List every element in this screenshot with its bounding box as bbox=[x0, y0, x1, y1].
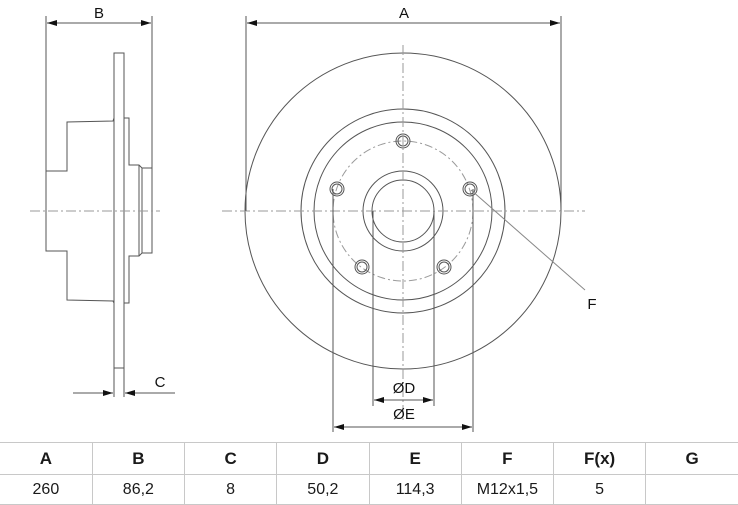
value-e: 114,3 bbox=[368, 474, 462, 505]
header-d: D bbox=[276, 442, 370, 475]
value-b: 86,2 bbox=[91, 474, 186, 505]
dimension-d: ØD bbox=[372, 211, 435, 406]
value-f: M12x1,5 bbox=[460, 474, 555, 505]
header-e: E bbox=[368, 442, 462, 475]
dimension-c: C bbox=[73, 368, 175, 397]
front-view bbox=[222, 45, 585, 420]
dimension-c-label: C bbox=[155, 374, 166, 391]
table-header-row: A B C D E F F(x) G bbox=[0, 442, 738, 475]
dimension-e: ØE bbox=[332, 189, 474, 432]
dimension-d-label: ØD bbox=[393, 380, 416, 397]
dimension-a: A bbox=[245, 5, 562, 211]
side-view bbox=[30, 52, 160, 369]
header-c: C bbox=[183, 442, 278, 475]
header-b: B bbox=[91, 442, 186, 475]
value-a: 260 bbox=[0, 474, 93, 505]
header-fx: F(x) bbox=[552, 442, 647, 475]
dimension-e-label: ØE bbox=[393, 406, 415, 423]
brake-disc-technical-drawing: B C A bbox=[30, 5, 597, 432]
specification-table: A B C D E F F(x) G 260 86,2 8 50,2 114,3… bbox=[0, 442, 738, 505]
value-d: 50,2 bbox=[276, 474, 370, 505]
header-f: F bbox=[460, 442, 555, 475]
table-value-row: 260 86,2 8 50,2 114,3 M12x1,5 5 bbox=[0, 474, 738, 505]
dimension-b: B bbox=[45, 5, 153, 171]
value-g bbox=[645, 474, 738, 505]
header-g: G bbox=[645, 442, 738, 475]
dimension-a-label: A bbox=[399, 5, 409, 22]
thread-leader-f: F bbox=[470, 189, 597, 313]
value-c: 8 bbox=[183, 474, 278, 505]
dimension-b-label: B bbox=[94, 5, 104, 22]
header-a: A bbox=[0, 442, 93, 475]
value-fx: 5 bbox=[552, 474, 647, 505]
thread-label-f: F bbox=[587, 296, 596, 313]
